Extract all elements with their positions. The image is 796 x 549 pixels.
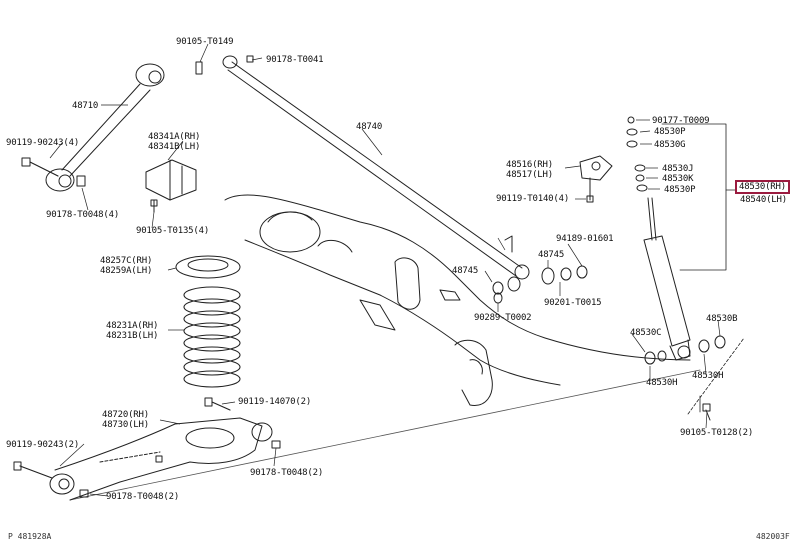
label-48710[interactable]: 48710: [72, 101, 99, 111]
label-48530c[interactable]: 48530C: [630, 328, 662, 338]
group-bracket-48530: [661, 123, 727, 271]
lower-control-arm-48720: [13, 397, 281, 501]
footer-drawing-id-right: 482003F: [756, 532, 790, 541]
bracket-48516: [579, 155, 613, 203]
label-48341-group: 48341A(RH) 48341B(LH): [148, 132, 200, 152]
label-48257c[interactable]: 48257C(RH): [100, 256, 153, 266]
spring-upper-seat: [175, 255, 241, 279]
label-48231-group: 48231A(RH) 48231B(LH): [106, 321, 158, 341]
label-48530p-top[interactable]: 48530P: [654, 127, 686, 137]
reference-line: [69, 369, 701, 501]
label-48530h-left[interactable]: 48530H: [646, 378, 678, 388]
label-48730[interactable]: 48730(LH): [102, 420, 149, 430]
bracket-48341: [145, 159, 197, 213]
rear-axle-housing: [224, 194, 691, 406]
label-90119-90243-top[interactable]: 90119-90243(4): [6, 138, 80, 148]
coil-spring-48231: [183, 286, 241, 388]
upper-control-arm-48710: [21, 63, 165, 192]
label-90105-t0128[interactable]: 90105-T0128(2): [680, 428, 754, 438]
label-48530b[interactable]: 48530B: [706, 314, 738, 324]
label-48720[interactable]: 48720(RH): [102, 410, 149, 420]
label-48530j[interactable]: 48530J: [662, 164, 694, 174]
label-48341b[interactable]: 48341B(LH): [148, 142, 201, 152]
leader-lines: [49, 43, 721, 497]
label-48231a[interactable]: 48231A(RH): [106, 321, 159, 331]
label-48740[interactable]: 48740: [356, 122, 383, 132]
label-90201-t0015[interactable]: 90201-T0015: [544, 298, 602, 308]
label-48341a[interactable]: 48341A(RH): [148, 132, 201, 142]
lateral-rod-48740: [195, 55, 530, 280]
label-90178-t0041[interactable]: 90178-T0041: [266, 55, 324, 65]
label-90105-t0149[interactable]: 90105-T0149: [176, 37, 234, 47]
label-48720-group: 48720(RH) 48730(LH): [102, 410, 149, 430]
label-90119-14070[interactable]: 90119-14070(2): [238, 397, 312, 407]
label-90119-t0140[interactable]: 90119-T0140(4): [496, 194, 570, 204]
label-48530h-right[interactable]: 48530H: [692, 371, 724, 381]
label-48259a[interactable]: 48259A(LH): [100, 266, 153, 276]
label-90289-t0002[interactable]: 90289-T0002: [474, 313, 532, 323]
label-90178-t0048-top[interactable]: 90178-T0048(4): [46, 210, 120, 220]
label-48530g[interactable]: 48530G: [654, 140, 686, 150]
label-90177-t0009[interactable]: 90177-T0009: [652, 116, 710, 126]
label-94189-01601[interactable]: 94189-01601: [556, 234, 614, 244]
label-48516[interactable]: 48516(RH): [506, 160, 553, 170]
label-90178-t0048-mid[interactable]: 90178-T0048(2): [250, 468, 324, 478]
label-48257-group: 48257C(RH) 48259A(LH): [100, 256, 152, 276]
label-48530k[interactable]: 48530K: [662, 174, 694, 184]
label-48530p-bottom[interactable]: 48530P: [664, 185, 696, 195]
label-90178-t0048-bottom[interactable]: 90178-T0048(2): [106, 492, 180, 502]
shock-absorber-48530: [626, 116, 726, 421]
label-48517[interactable]: 48517(LH): [506, 170, 553, 180]
footer-drawing-id-left: P 481928A: [8, 532, 52, 541]
label-90105-t0135[interactable]: 90105-T0135(4): [136, 226, 210, 236]
label-48745-right[interactable]: 48745: [538, 250, 565, 260]
label-48231b[interactable]: 48231B(LH): [106, 331, 159, 341]
label-48516-group: 48516(RH) 48517(LH): [506, 160, 553, 180]
label-90119-90243-bottom[interactable]: 90119-90243(2): [6, 440, 80, 450]
label-48540-lh[interactable]: 48540(LH): [740, 195, 787, 205]
label-48530-rh-highlighted[interactable]: 48530(RH): [735, 180, 790, 194]
label-48745-left[interactable]: 48745: [452, 266, 479, 276]
